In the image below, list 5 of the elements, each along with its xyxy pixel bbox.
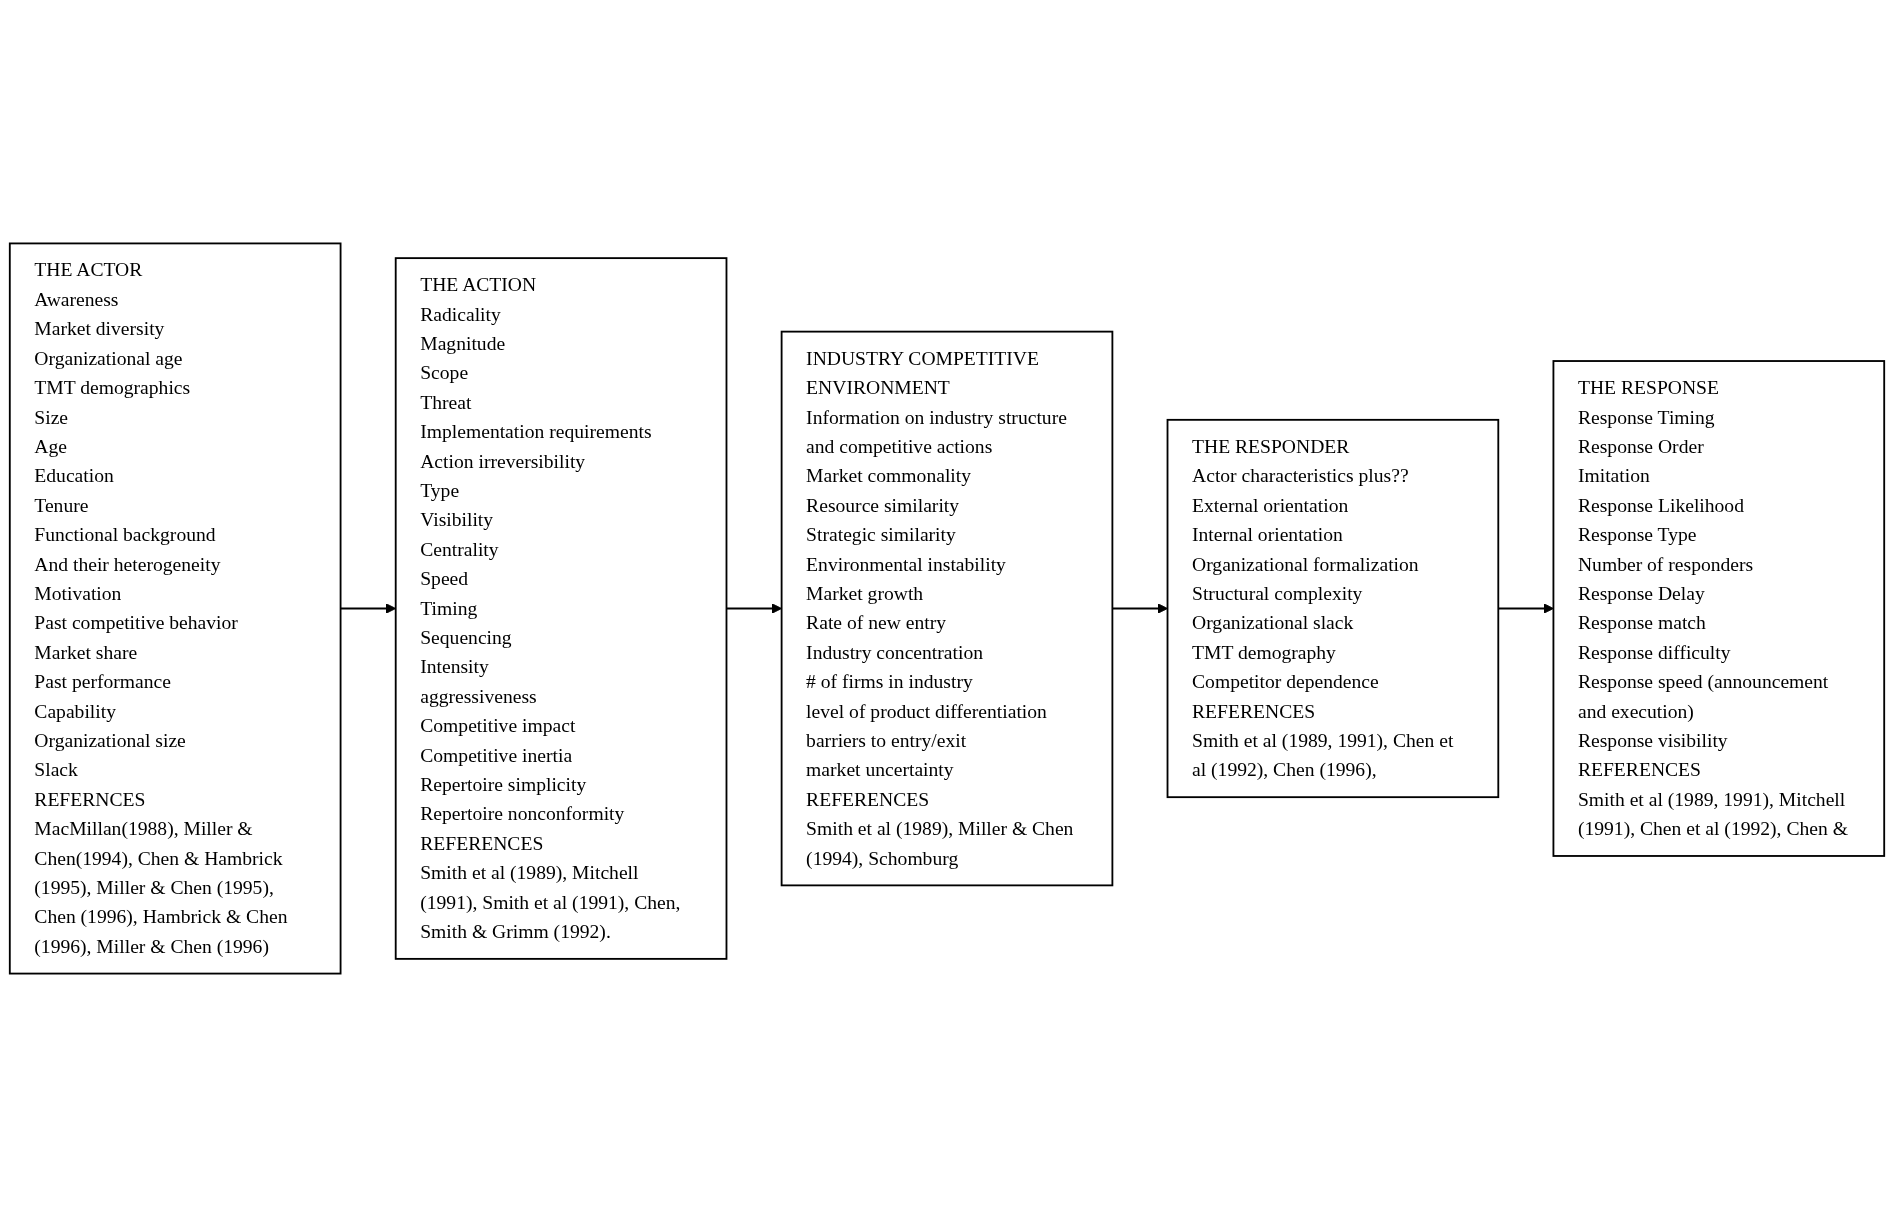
node-box: THE ACTOR Awareness Market diversity Organizational age TMT demographics Size Age Education Tenure Functional background And their heterogeneity Motivation Past competitive behavior Market share Past performance Capability Organizational size Slack REFERNCES MacMillan(1988), Miller & Chen(1994), Chen & Hambrick (1995), Miller & Chen (1995), Chen (1996), Hambrick & Chen (1996), Miller & Chen (1996) [8, 242, 342, 975]
node-box: THE ACTION Radicality Magnitude Scope Threat Implementation requirements Action irreversibility Type Visibility Centrality Speed Timing Sequencing Intensity aggressiveness Competitive impact Competitive inertia Repertoire simplicity Repertoire nonconformity REFERENCES Smith et al (1989), Mitchell (1991), Smith et al (1991), Chen, Smith & Grimm (1992). [394, 257, 728, 960]
node-box: THE RESPONDER Actor characteristics plus?? External orientation Internal orientation Organizational formalization Structural complexity Organizational slack TMT demography Competitor dependence REFERENCES Smith et al (1989, 1991), Chen et al (1992), Chen (1996), [1166, 418, 1500, 799]
node-box: THE RESPONSE Response Timing Response Order Imitation Response Likelihood Response Type Number of responders Response Delay Response match Response difficulty Response speed (announcement and execution) Response visibility REFERENCES Smith et al (1989, 1991), Mitchell (1991), Chen et al (1992), Chen & [1552, 360, 1886, 857]
node-box: INDUSTRY COMPETITIVE ENVIRONMENT Information on industry structure and competitive actions Market commonality Resource similarity Strategic similarity Environmental instability Market growth Rate of new entry Industry concentration # of firms in industry level of product differentiation barriers to entry/exit market uncertainty REFERENCES Smith et al (1989), Miller & Chen (1994), Schomburg [780, 330, 1114, 887]
